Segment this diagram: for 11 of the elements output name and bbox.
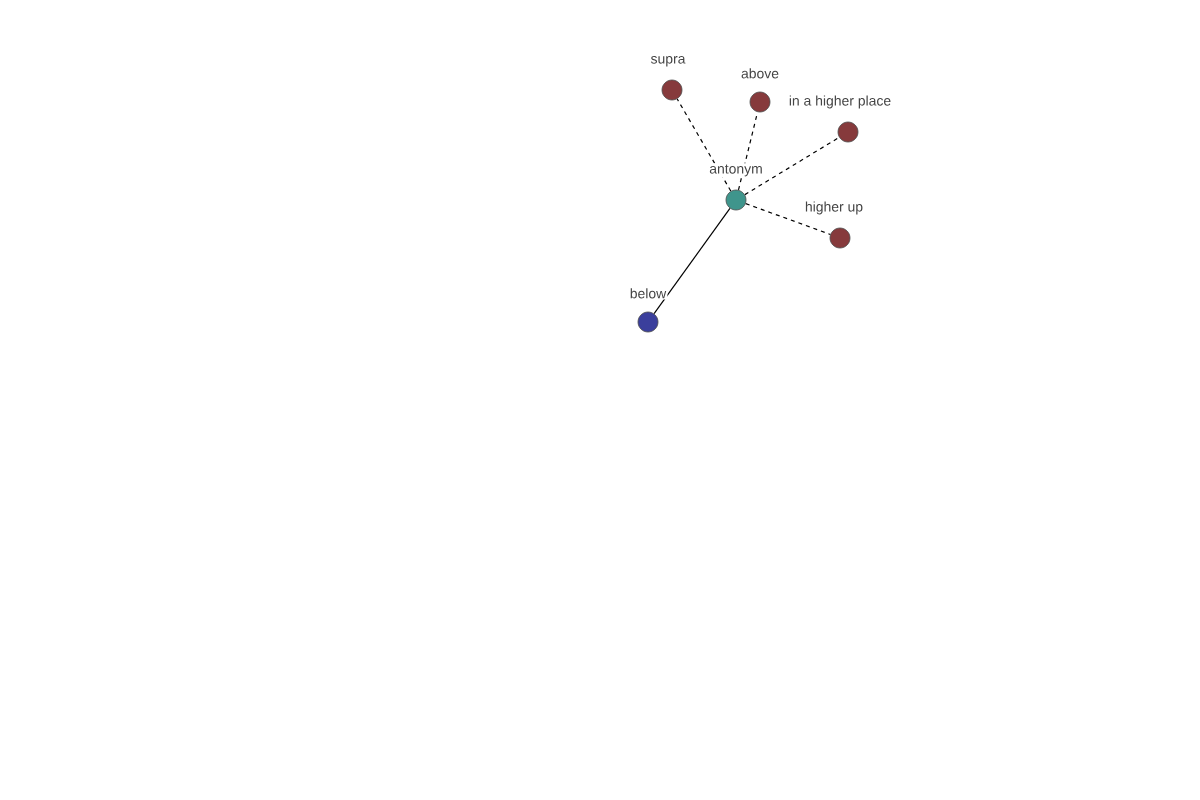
connector-line bbox=[745, 203, 831, 236]
graph-node bbox=[837, 121, 859, 143]
connector-line bbox=[737, 111, 759, 191]
connector-line bbox=[653, 207, 731, 315]
connector-line bbox=[744, 136, 840, 196]
graph-node bbox=[637, 311, 659, 333]
graph-node bbox=[829, 227, 851, 249]
graph-node bbox=[661, 79, 683, 101]
graph-node bbox=[749, 91, 771, 113]
graph-node bbox=[725, 189, 747, 211]
connector-line bbox=[676, 98, 732, 192]
